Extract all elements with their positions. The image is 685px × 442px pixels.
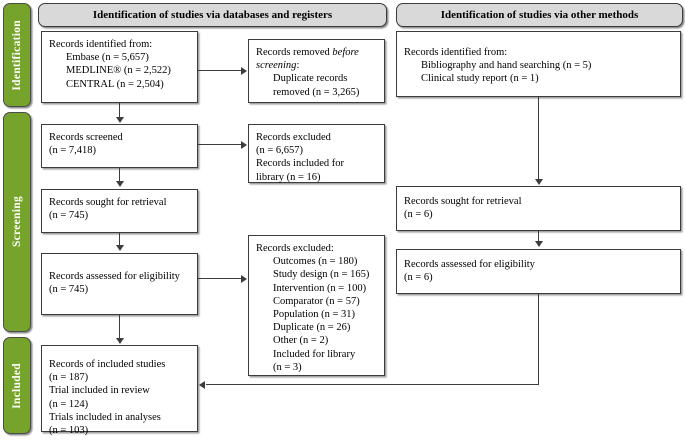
- section-header-databases-registers-label: Identification of studies via databases …: [92, 9, 333, 21]
- box-line: Intervention (n = 100): [273, 282, 367, 294]
- box-line: MEDLINE® (n = 2,522): [66, 65, 171, 77]
- arrowhead-screened-to-excluded: [241, 140, 247, 149]
- box-line-text: Records removed: [256, 47, 333, 58]
- box-line: removed (n = 3,265): [273, 86, 360, 98]
- box-records-sought-retrieval: Records sought for retrieval (n = 745): [41, 189, 198, 233]
- stage-bar-identification: Identification: [3, 3, 31, 107]
- box-other-records-identified: Records identified from: Bibliography an…: [396, 31, 681, 97]
- stage-label-screening: Screening: [11, 196, 23, 248]
- box-other-records-sought-retrieval: Records sought for retrieval (n = 6): [396, 186, 681, 231]
- connector-identified-to-screened: [119, 103, 121, 118]
- box-line: Records excluded: [256, 132, 331, 143]
- box-line: library (n = 16): [256, 171, 321, 183]
- connector-other-sought-to-assessed: [538, 231, 540, 242]
- section-header-other-methods: Identification of studies via other meth…: [396, 3, 683, 27]
- box-records-excluded-eligibility: Records excluded: Outcomes (n = 180) Stu…: [248, 235, 385, 376]
- box-line: Records sought for retrieval: [49, 197, 167, 208]
- box-line: Embase (n = 5,657): [66, 52, 149, 64]
- stage-bar-screening: Screening: [3, 112, 31, 332]
- box-line: Study design (n = 165): [273, 269, 370, 281]
- box-line: Records identified from:: [404, 47, 508, 58]
- box-line: Records of included studies: [49, 359, 166, 370]
- box-line: CENTRAL (n = 2,504): [66, 78, 164, 90]
- box-records-identified: Records identified from: Embase (n = 5,6…: [41, 31, 198, 103]
- box-line: Trial included in review: [49, 385, 150, 397]
- box-line-italic: before: [332, 47, 359, 58]
- box-line: Population (n = 31): [273, 309, 356, 321]
- box-line: (n = 6): [404, 272, 433, 284]
- box-line: Trials included in analyses: [49, 411, 161, 423]
- box-line: Outcomes (n = 180): [273, 256, 358, 268]
- stage-bar-included: Included: [3, 337, 31, 434]
- box-line: (n = 187): [49, 372, 89, 384]
- box-line: screening:: [256, 59, 377, 72]
- box-line-text: :: [296, 60, 300, 72]
- arrowhead-assessed-to-included: [115, 338, 124, 344]
- box-other-records-assessed-eligibility: Records assessed for eligibility (n = 6): [396, 249, 681, 294]
- box-line: (n = 7,418): [49, 145, 97, 157]
- arrowhead-other-sought-to-assessed: [534, 241, 543, 247]
- connector-assessed-to-excluded-eligibility: [198, 278, 242, 280]
- box-line: Other (n = 2): [273, 335, 329, 347]
- box-line: Duplicate (n = 26): [273, 322, 351, 334]
- box-line: (n = 6,657): [256, 145, 304, 157]
- section-header-databases-registers: Identification of studies via databases …: [38, 3, 387, 27]
- box-line: Records included for: [256, 158, 345, 170]
- arrowhead-assessed-to-excluded-eligibility: [241, 274, 247, 283]
- box-line: Records identified from:: [49, 39, 153, 50]
- box-line: Bibliography and hand searching (n = 5): [421, 60, 592, 72]
- box-line: Records assessed for eligibility: [49, 271, 180, 282]
- box-line: (n = 6): [404, 209, 433, 221]
- box-line: Records excluded:: [256, 243, 334, 254]
- box-line: Records removed before: [256, 46, 377, 59]
- connector-screened-to-sought: [119, 168, 121, 182]
- box-records-excluded-screening: Records excluded (n = 6,657) Records inc…: [248, 124, 385, 183]
- stage-label-identification: Identification: [11, 19, 23, 91]
- arrowhead-identified-to-screened: [115, 117, 124, 123]
- box-line: Records sought for retrieval: [404, 196, 522, 207]
- box-line: Duplicate records: [273, 73, 348, 85]
- section-header-other-methods-label: Identification of studies via other meth…: [440, 9, 639, 21]
- box-line: (n = 745): [49, 210, 89, 222]
- arrowhead-other-assessed-to-included: [199, 380, 205, 389]
- connector-other-identified-to-sought: [538, 97, 540, 179]
- box-line: Comparator (n = 57): [273, 295, 360, 307]
- box-line: (n = 3): [273, 361, 302, 373]
- connector-screened-to-excluded: [198, 144, 242, 146]
- box-records-included-studies: Records of included studies (n = 187) Tr…: [41, 345, 198, 436]
- connector-other-assessed-to-included: [206, 384, 539, 386]
- arrowhead-identified-to-removed: [241, 66, 247, 75]
- connector-sought-to-assessed: [119, 233, 121, 246]
- box-line: Records screened: [49, 132, 123, 143]
- arrowhead-screened-to-sought: [115, 181, 124, 187]
- arrowhead-sought-to-assessed: [115, 245, 124, 251]
- box-records-assessed-eligibility: Records assessed for eligibility (n = 74…: [41, 253, 198, 315]
- connector-assessed-to-included: [119, 315, 121, 338]
- box-line: (n = 103): [49, 425, 89, 437]
- box-line-italic: screening: [256, 60, 297, 72]
- connector-identified-to-removed: [198, 70, 242, 72]
- box-line: Records assessed for eligibility: [404, 259, 535, 270]
- box-line: (n = 745): [49, 284, 89, 296]
- box-line: Included for library: [273, 348, 356, 360]
- connector-other-assessed-down: [538, 294, 540, 385]
- stage-label-included: Included: [11, 362, 23, 409]
- box-records-removed-before-screening: Records removed before screening: Duplic…: [248, 39, 385, 103]
- arrowhead-other-identified-to-sought: [534, 179, 543, 185]
- box-line: Clinical study report (n = 1): [421, 73, 539, 85]
- box-records-screened: Records screened (n = 7,418): [41, 124, 198, 168]
- box-line: (n = 124): [49, 398, 89, 410]
